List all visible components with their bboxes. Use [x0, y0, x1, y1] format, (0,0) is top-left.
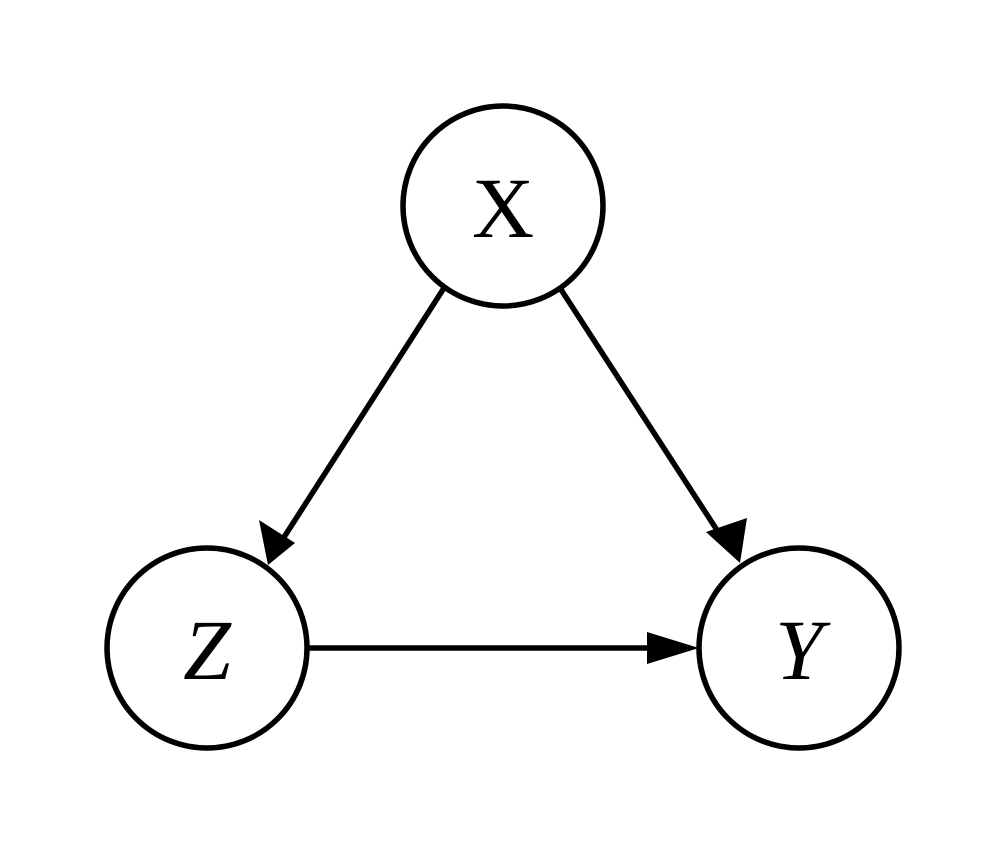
arrowhead-x-to-y — [706, 518, 747, 563]
node-z[interactable]: Z — [104, 545, 310, 751]
edge-x-to-z-shaft — [276, 286, 447, 547]
edge-x-to-y — [557, 286, 747, 563]
node-x-label: X — [472, 160, 534, 256]
node-x[interactable]: X — [400, 103, 606, 309]
edge-x-to-y-shaft — [557, 286, 729, 546]
edge-z-to-y — [308, 632, 699, 664]
edge-x-to-z — [259, 286, 447, 565]
node-y-label: Y — [775, 602, 831, 698]
node-z-label: Z — [183, 602, 232, 698]
node-y-circle[interactable] — [696, 545, 902, 751]
arrowhead-z-to-y — [647, 632, 699, 664]
node-x-circle[interactable] — [400, 103, 606, 309]
node-y[interactable]: Y — [696, 545, 902, 751]
arrowhead-x-to-z — [259, 520, 295, 565]
node-z-circle[interactable] — [104, 545, 310, 751]
